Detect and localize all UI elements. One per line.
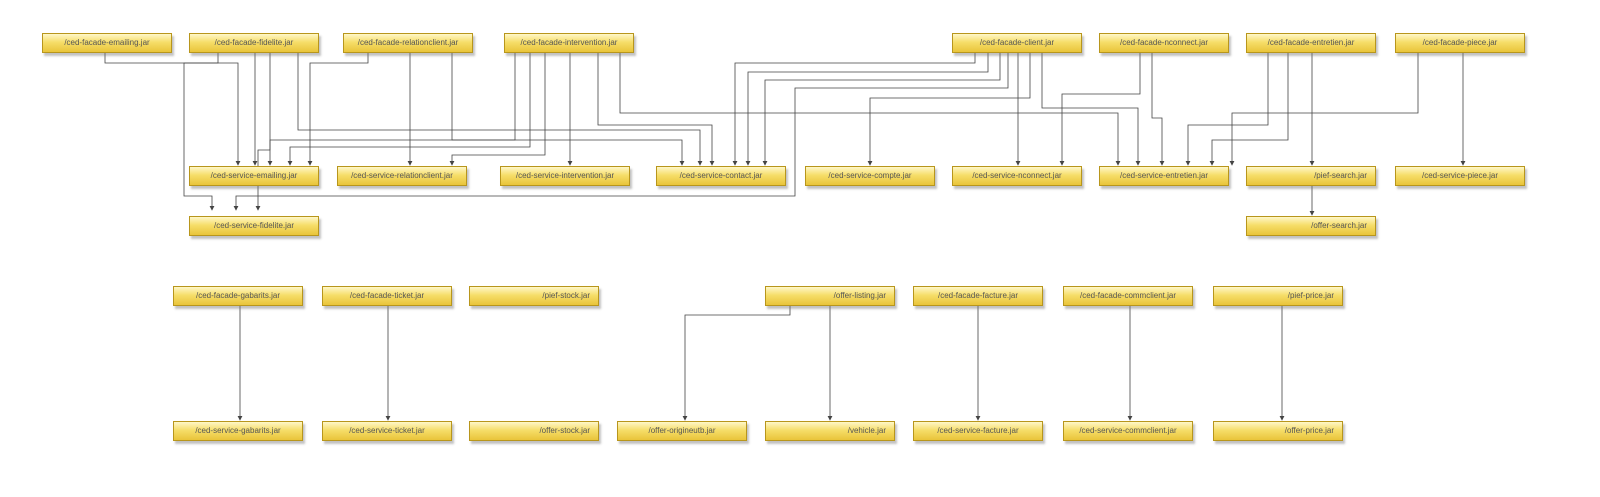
node-vehicle[interactable]: /vehicle.jar bbox=[765, 421, 895, 441]
node-offer-stock[interactable]: /offer-stock.jar bbox=[469, 421, 599, 441]
node-ced-facade-entretien[interactable]: /ced-facade-entretien.jar bbox=[1246, 33, 1376, 53]
node-offer-price[interactable]: /offer-price.jar bbox=[1213, 421, 1343, 441]
node-ced-facade-commclient[interactable]: /ced-facade-commclient.jar bbox=[1063, 286, 1193, 306]
node-ced-service-ticket[interactable]: /ced-service-ticket.jar bbox=[322, 421, 452, 441]
node-ced-facade-intervention[interactable]: /ced-facade-intervention.jar bbox=[504, 33, 634, 53]
edge bbox=[233, 52, 1009, 211]
node-ced-service-contact[interactable]: /ced-service-contact.jar bbox=[656, 166, 786, 186]
node-ced-facade-client[interactable]: /ced-facade-client.jar bbox=[952, 33, 1082, 53]
node-ced-service-emailing[interactable]: /ced-service-emailing.jar bbox=[189, 166, 319, 186]
edge bbox=[1041, 52, 1141, 166]
edge bbox=[1185, 52, 1269, 166]
node-pief-price[interactable]: /pief-price.jar bbox=[1213, 286, 1343, 306]
edge bbox=[762, 52, 1001, 166]
node-ced-service-relationclient[interactable]: /ced-service-relationclient.jar bbox=[337, 166, 467, 186]
edge bbox=[745, 52, 989, 166]
edge bbox=[732, 52, 976, 166]
edge bbox=[1229, 52, 1419, 166]
edge bbox=[1209, 52, 1289, 166]
node-ced-facade-relationclient[interactable]: /ced-facade-relationclient.jar bbox=[343, 33, 473, 53]
node-ced-service-fidelite[interactable]: /ced-service-fidelite.jar bbox=[189, 216, 319, 236]
node-pief-search[interactable]: /pief-search.jar bbox=[1246, 166, 1376, 186]
node-offer-search[interactable]: /offer-search.jar bbox=[1246, 216, 1376, 236]
edge-group bbox=[104, 52, 1466, 421]
node-ced-facade-gabarits[interactable]: /ced-facade-gabarits.jar bbox=[173, 286, 303, 306]
node-ced-facade-ticket[interactable]: /ced-facade-ticket.jar bbox=[322, 286, 452, 306]
node-ced-facade-fidelite[interactable]: /ced-facade-fidelite.jar bbox=[189, 33, 319, 53]
edge bbox=[183, 52, 219, 211]
edge bbox=[867, 52, 1031, 166]
node-ced-service-facture[interactable]: /ced-service-facture.jar bbox=[913, 421, 1043, 441]
node-ced-facade-facture[interactable]: /ced-facade-facture.jar bbox=[913, 286, 1043, 306]
edge bbox=[267, 52, 516, 166]
node-ced-service-nconnect[interactable]: /ced-service-nconnect.jar bbox=[952, 166, 1082, 186]
node-ced-service-intervention[interactable]: /ced-service-intervention.jar bbox=[500, 166, 630, 186]
node-ced-service-compte[interactable]: /ced-service-compte.jar bbox=[805, 166, 935, 186]
node-offer-listing[interactable]: /offer-listing.jar bbox=[765, 286, 895, 306]
edge bbox=[297, 52, 703, 166]
edge bbox=[1059, 52, 1141, 166]
node-ced-facade-emailing[interactable]: /ced-facade-emailing.jar bbox=[42, 33, 172, 53]
edge bbox=[255, 52, 271, 211]
edge bbox=[682, 305, 791, 421]
edge bbox=[449, 52, 546, 166]
node-ced-facade-piece[interactable]: /ced-facade-piece.jar bbox=[1395, 33, 1525, 53]
node-ced-service-gabarits[interactable]: /ced-service-gabarits.jar bbox=[173, 421, 303, 441]
node-ced-service-piece[interactable]: /ced-service-piece.jar bbox=[1395, 166, 1525, 186]
node-ced-service-entretien[interactable]: /ced-service-entretien.jar bbox=[1099, 166, 1229, 186]
edge bbox=[619, 52, 1121, 166]
node-ced-service-commclient[interactable]: /ced-service-commclient.jar bbox=[1063, 421, 1193, 441]
edge bbox=[104, 52, 241, 166]
node-offer-origineutb[interactable]: /offer-origineutb.jar bbox=[617, 421, 747, 441]
edge bbox=[287, 52, 531, 166]
edge bbox=[597, 52, 715, 166]
node-pief-stock[interactable]: /pief-stock.jar bbox=[469, 286, 599, 306]
edge bbox=[451, 52, 685, 166]
node-ced-facade-nconnect[interactable]: /ced-facade-nconnect.jar bbox=[1099, 33, 1229, 53]
edge bbox=[307, 52, 369, 166]
edge bbox=[1151, 52, 1165, 166]
